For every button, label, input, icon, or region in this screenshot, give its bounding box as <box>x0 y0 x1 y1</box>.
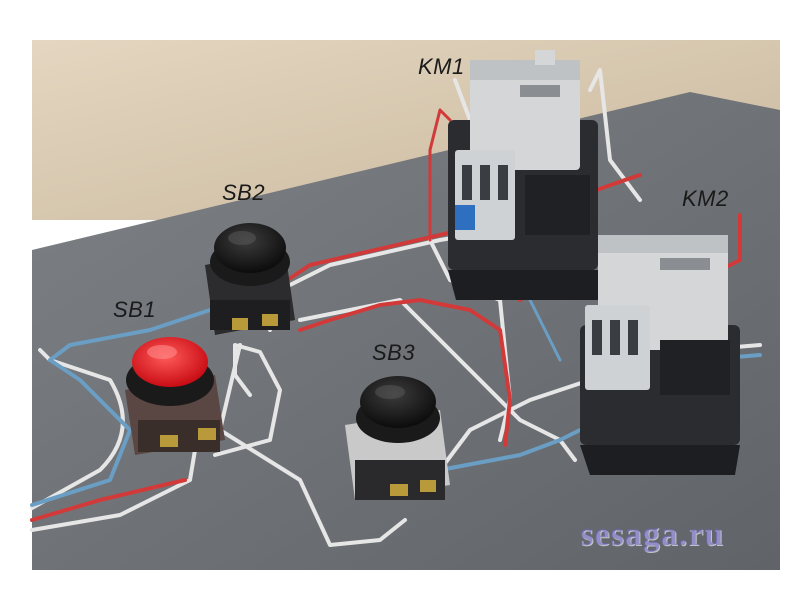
wire-red-3 <box>298 298 512 447</box>
wire-white-5 <box>218 343 407 547</box>
push-button-sb2 <box>205 223 295 335</box>
label-sb3: SB3 <box>372 340 416 365</box>
label-km2: KM2 <box>682 186 729 211</box>
contactor-km2 <box>580 235 740 475</box>
wire-white-2 <box>30 448 197 532</box>
push-button-sb1 <box>125 337 225 455</box>
wire-red-1 <box>30 478 187 522</box>
wire-white-3 <box>213 343 282 457</box>
label-sb1: SB1 <box>113 297 157 322</box>
label-km1: KM1 <box>418 54 465 79</box>
watermark: sesaga.ru <box>580 516 725 553</box>
wire-blue-1 <box>30 308 212 507</box>
wires <box>30 68 762 547</box>
label-sb2: SB2 <box>222 180 266 205</box>
contactor-km1 <box>448 50 606 300</box>
wire-red-5 <box>428 108 452 242</box>
push-button-sb3 <box>345 376 450 500</box>
